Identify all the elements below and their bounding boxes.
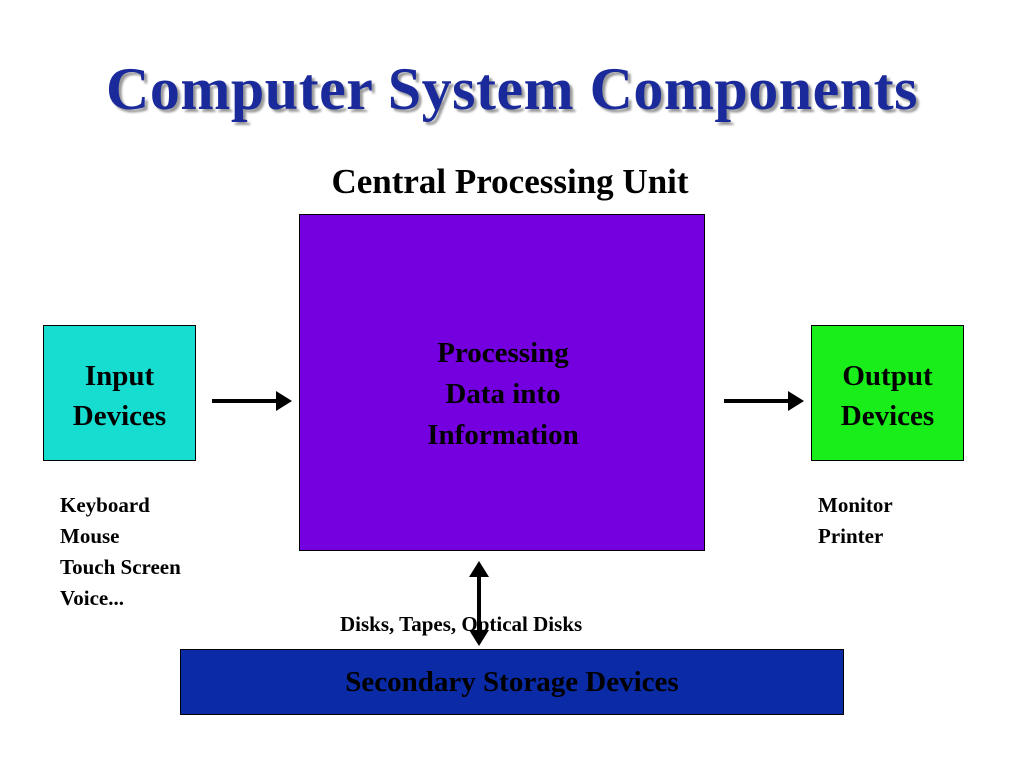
output-example: Printer — [818, 524, 884, 548]
secondary-storage-box: Secondary Storage Devices — [180, 649, 844, 715]
output-line-1: Output — [842, 360, 933, 392]
storage-box-label: Secondary Storage Devices — [345, 666, 679, 698]
input-line-1: Input — [84, 360, 155, 392]
cpu-label: Central Processing Unit — [331, 162, 689, 201]
input-box-text: Input Devices — [44, 356, 195, 436]
cpu-box: Processing Data into Information — [299, 214, 705, 551]
storage-examples-label: Disks, Tapes, Optical Disks — [340, 612, 583, 636]
cpu-line-2: Data into — [445, 378, 561, 410]
cpu-line-3: Information — [427, 419, 579, 451]
slide-title: Computer System Components — [106, 56, 918, 122]
arrow-up-icon — [469, 561, 489, 577]
input-example: Voice... — [60, 586, 124, 610]
output-example: Monitor — [818, 493, 893, 517]
input-to-cpu-arrow-icon — [212, 391, 292, 411]
input-example: Keyboard — [60, 493, 150, 517]
cpu-line-1: Processing — [437, 337, 569, 369]
cpu-to-output-arrow-icon — [724, 391, 804, 411]
input-examples-list: Keyboard Mouse Touch Screen Voice... — [60, 490, 181, 614]
cpu-box-text: Processing Data into Information — [300, 333, 706, 456]
input-devices-box: Input Devices — [43, 325, 196, 461]
cpu-storage-double-arrow-icon — [477, 575, 481, 635]
output-devices-box: Output Devices — [811, 325, 964, 461]
input-line-2: Devices — [72, 400, 167, 432]
output-line-2: Devices — [840, 400, 935, 432]
input-example: Touch Screen — [60, 555, 181, 579]
output-box-text: Output Devices — [812, 356, 963, 436]
output-examples-list: Monitor Printer — [818, 490, 893, 552]
input-example: Mouse — [60, 524, 120, 548]
arrow-down-icon — [469, 630, 489, 646]
